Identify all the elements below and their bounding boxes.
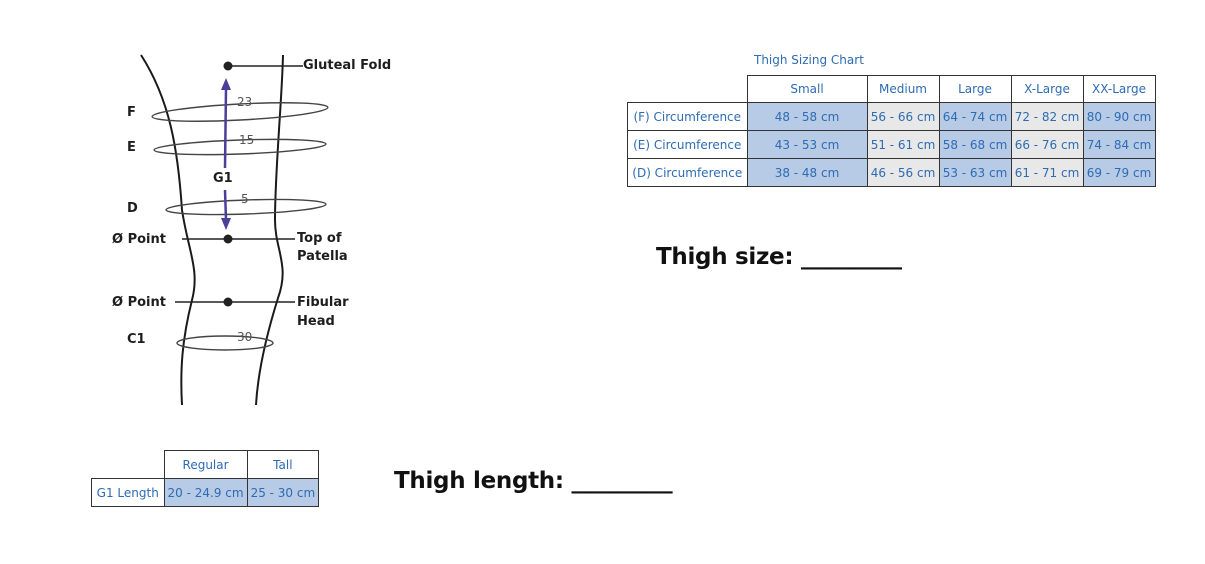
e-value: 15 (239, 133, 255, 147)
d-value: 5 (241, 192, 249, 206)
corner-cell (91, 450, 165, 479)
top-of-patella-label-2: Patella (297, 249, 348, 264)
cell: 48 - 58 cm (746, 102, 868, 131)
cell: 25 - 30 cm (246, 478, 320, 507)
cell: 20 - 24.9 cm (163, 478, 248, 507)
row-header-d: (D) Circumference (627, 158, 748, 187)
column-header-regular: Regular (163, 450, 248, 479)
fibular-head-label-2: Head (297, 314, 335, 329)
zero-point-label-1: Ø Point (112, 232, 166, 247)
cell: 38 - 48 cm (746, 158, 868, 187)
gluteal-fold-label: Gluteal Fold (303, 58, 392, 73)
f-value: 23 (237, 95, 253, 109)
thigh-size-field[interactable]: Thigh size: _________ (656, 244, 902, 270)
leg-measurement-diagram: Gluteal Fold Top of Patella Fibular Head… (100, 40, 420, 420)
cell: 66 - 76 cm (1010, 130, 1084, 159)
thigh-length-field[interactable]: Thigh length: _________ (394, 468, 673, 494)
column-header-x-large: X-Large (1010, 75, 1084, 103)
column-header-medium: Medium (866, 75, 940, 103)
column-header-large: Large (938, 75, 1012, 103)
cell: 56 - 66 cm (866, 102, 940, 131)
g1-length-table: Regular Tall G1 Length 20 - 24.9 cm 25 -… (91, 450, 320, 507)
column-header-xx-large: XX-Large (1082, 75, 1156, 103)
f-label: F (127, 105, 136, 120)
row-header-e: (E) Circumference (627, 130, 748, 159)
d-label: D (127, 201, 138, 216)
leg-outline-icon (140, 54, 329, 406)
table-row: (D) Circumference 38 - 48 cm 46 - 56 cm … (627, 158, 1156, 187)
table-header-row: Small Medium Large X-Large XX-Large (627, 75, 1156, 103)
table-row: (E) Circumference 43 - 53 cm 51 - 61 cm … (627, 130, 1156, 159)
cell: 43 - 53 cm (746, 130, 868, 159)
cell: 74 - 84 cm (1082, 130, 1156, 159)
cell: 64 - 74 cm (938, 102, 1012, 131)
cell: 46 - 56 cm (866, 158, 940, 187)
fibular-head-label-1: Fibular (297, 295, 349, 310)
cell: 53 - 63 cm (938, 158, 1012, 187)
column-header-tall: Tall (246, 450, 320, 479)
thigh-sizing-table: Small Medium Large X-Large XX-Large (F) … (627, 75, 1156, 187)
table-row: G1 Length 20 - 24.9 cm 25 - 30 cm (91, 478, 320, 507)
cell: 80 - 90 cm (1082, 102, 1156, 131)
cell: 69 - 79 cm (1082, 158, 1156, 187)
cell: 61 - 71 cm (1010, 158, 1084, 187)
g1-length-label: G1 (213, 171, 233, 186)
row-header-f: (F) Circumference (627, 102, 748, 131)
e-label: E (127, 140, 136, 155)
cell: 72 - 82 cm (1010, 102, 1084, 131)
top-of-patella-label-1: Top of (297, 231, 342, 246)
table-header-row: Regular Tall (91, 450, 320, 479)
table-row: (F) Circumference 48 - 58 cm 56 - 66 cm … (627, 102, 1156, 131)
corner-cell (627, 75, 748, 103)
cell: 51 - 61 cm (866, 130, 940, 159)
zero-point-label-2: Ø Point (112, 295, 166, 310)
column-header-small: Small (746, 75, 868, 103)
c1-value: 30 (237, 330, 253, 344)
cell: 58 - 68 cm (938, 130, 1012, 159)
c1-label: C1 (127, 332, 146, 347)
row-header-g1-length: G1 Length (91, 478, 165, 507)
thigh-sizing-chart-title: Thigh Sizing Chart (754, 53, 864, 67)
